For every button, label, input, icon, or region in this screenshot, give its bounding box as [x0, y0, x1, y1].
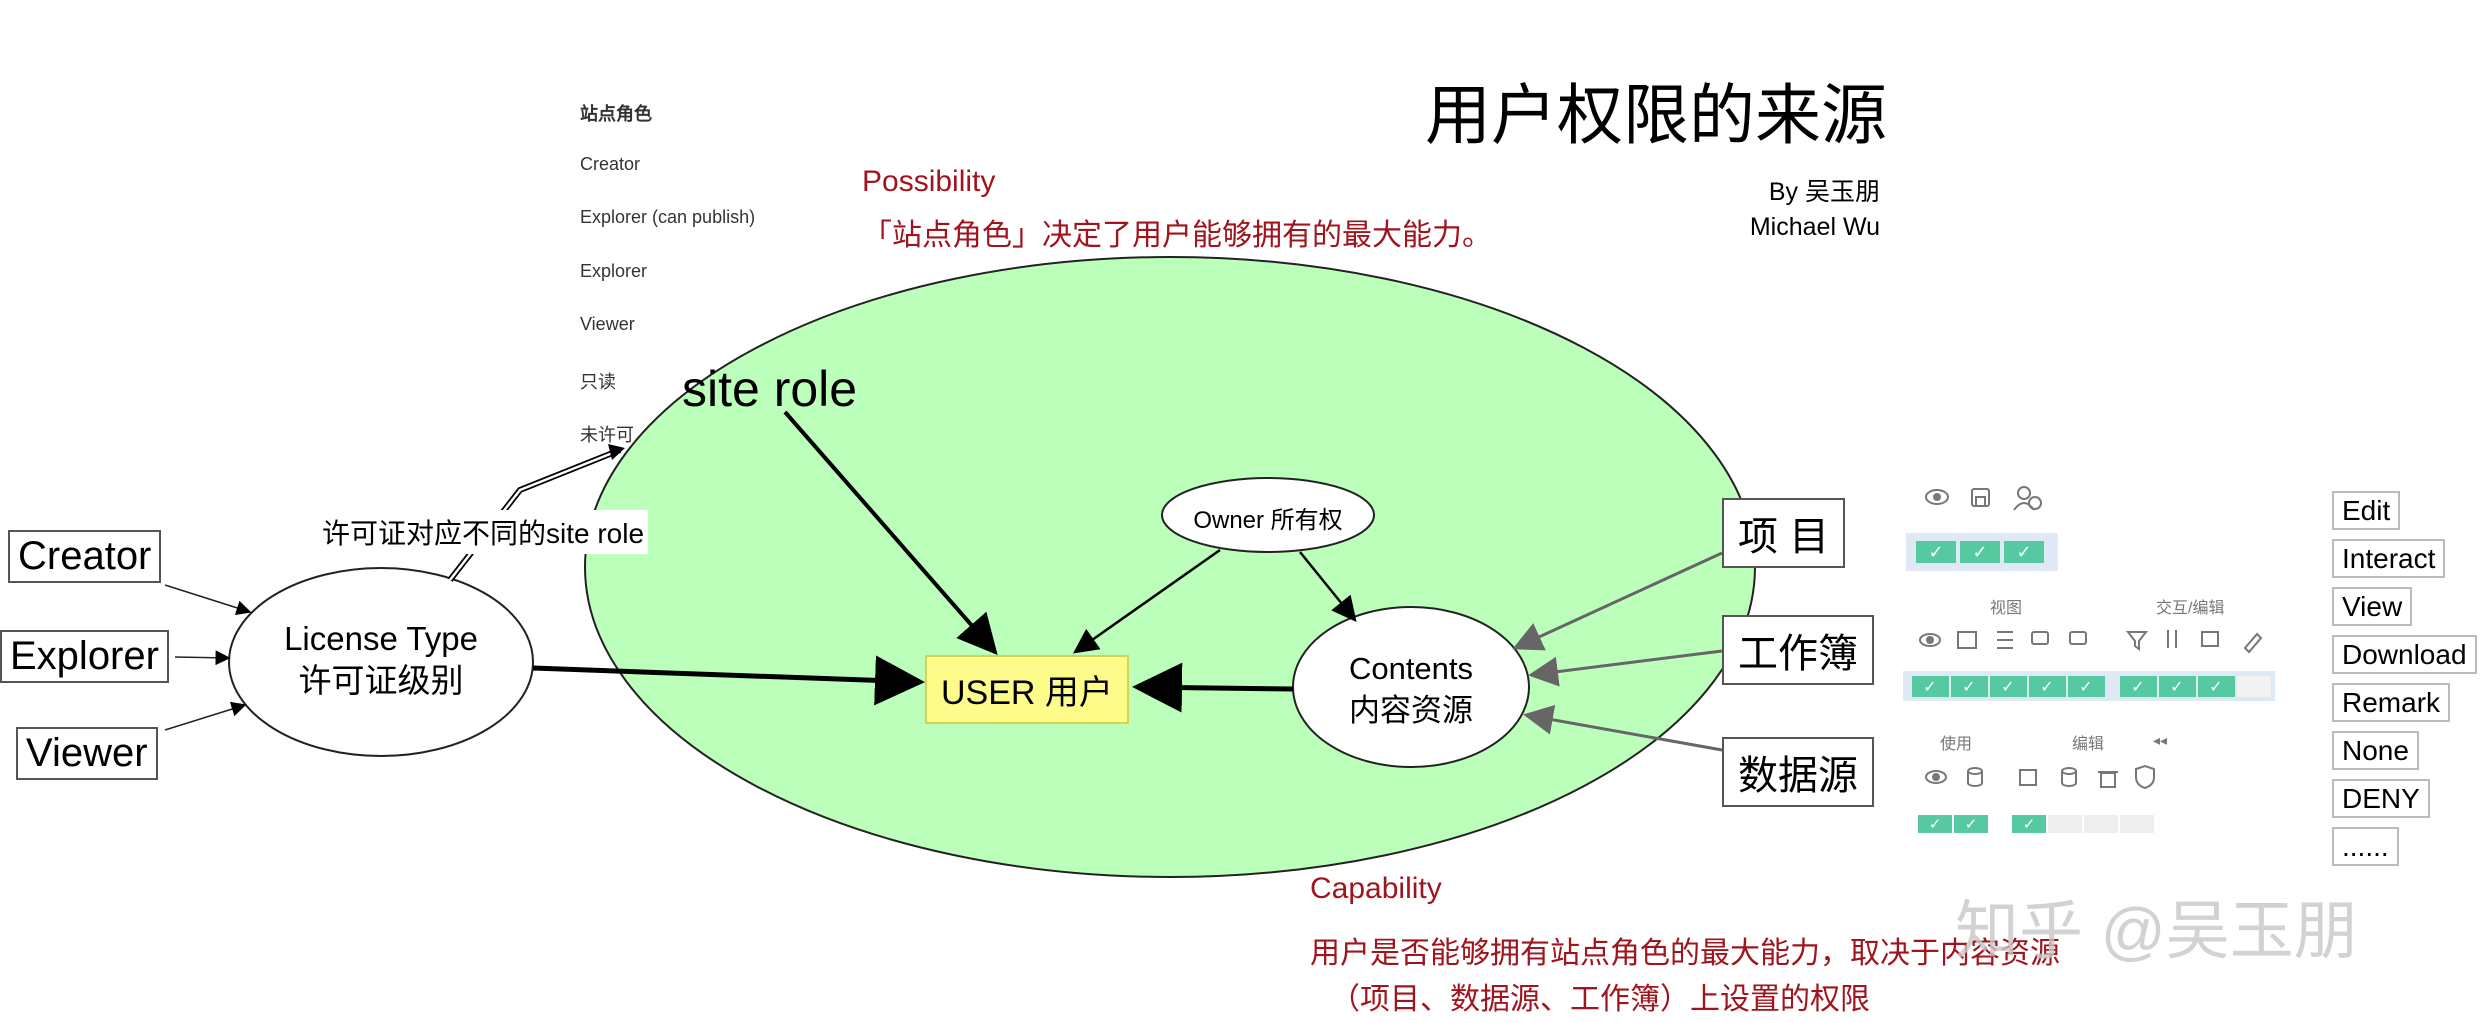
site-role-item: 未许可	[580, 425, 634, 445]
arrow-license-user	[532, 655, 925, 706]
rewind-icon: ◂◂	[2153, 732, 2167, 748]
permission-interact: Interact	[2332, 539, 2446, 578]
svg-text:✓: ✓	[1923, 679, 1936, 696]
site-role-item: Creator	[580, 153, 641, 174]
permission-none: None	[2332, 731, 2419, 770]
arrow-project-contents	[1512, 551, 1723, 651]
content-type-workbook: 工作簿	[1722, 615, 1874, 685]
svg-text:✓: ✓	[1965, 816, 1978, 833]
permission-deny: DENY	[2332, 779, 2430, 818]
arrow-explorer-license	[174, 650, 231, 666]
svg-text:✓: ✓	[2016, 542, 2031, 562]
svg-text:✓: ✓	[2131, 679, 2144, 696]
arrow-creator-license	[164, 584, 252, 616]
byline-author: By 吴玉朋	[1768, 178, 1880, 206]
svg-text:✓: ✓	[2170, 679, 2183, 696]
user-box: USER 用户	[925, 655, 1129, 724]
arrow-viewer-license	[164, 701, 247, 731]
arrow-owner-contents	[1299, 551, 1357, 622]
license-explorer: Explorer	[0, 630, 169, 683]
project-permission-icons	[1925, 486, 2042, 511]
permission-view: View	[2332, 587, 2413, 626]
capability-label: Capability	[1310, 872, 1442, 905]
license-viewer: Viewer	[16, 727, 158, 780]
permission-list: Edit Interact View Download Remark None …	[2332, 491, 2477, 879]
license-note: 许可证对应不同的site role	[318, 510, 649, 554]
content-type-datasource: 数据源	[1722, 737, 1874, 807]
permission-remark: Remark	[2332, 683, 2451, 722]
contents-text: Contents 内容资源	[1293, 648, 1529, 732]
permission-download: Download	[2332, 635, 2477, 674]
arrow-contents-user	[1132, 662, 1294, 713]
svg-text:✓: ✓	[1929, 816, 1942, 833]
site-role-item: 只读	[580, 371, 616, 392]
workbook-view-caption: 视图	[1990, 600, 2023, 617]
site-role-item: Explorer (can publish)	[580, 207, 756, 227]
svg-text:✓: ✓	[1928, 542, 1943, 562]
owner-label: Owner 所有权	[1193, 507, 1343, 534]
permission-panel: ✓ ✓ ✓ ✓✓✓	[1903, 486, 2275, 833]
permission-edit: Edit	[2332, 491, 2401, 530]
workbook-check-cells: ✓ ✓ ✓ ✓ ✓ ✓ ✓ ✓	[1912, 676, 2271, 697]
permission-more: ......	[2332, 827, 2399, 866]
datasource-permission-icons	[1925, 764, 2155, 790]
contents-en: Contents	[1348, 651, 1474, 686]
license-creator: Creator	[8, 530, 162, 583]
datasource-edit-caption: 编辑	[2072, 736, 2105, 753]
svg-text:✓: ✓	[2023, 816, 2036, 833]
datasource-check-cells: ✓ ✓ ✓	[1918, 815, 2154, 833]
site-role-item: Explorer	[580, 260, 648, 281]
watermark: 知乎 @吴玉朋	[1955, 895, 2358, 967]
content-type-project: 项 目	[1722, 498, 1846, 568]
license-type-zh: 许可证级别	[298, 662, 464, 699]
site-role-ellipse	[584, 256, 1756, 878]
svg-text:✓: ✓	[2001, 679, 2014, 696]
arrow-datasource-contents	[1523, 704, 1723, 752]
possibility-text: 「站点角色」决定了用户能够拥有的最大能力。	[862, 219, 1492, 252]
arrow-siterole-user	[783, 410, 998, 656]
page-title: 用户权限的来源	[1425, 78, 1887, 152]
possibility-label: Possibility	[862, 165, 996, 198]
workbook-edit-caption: 交互/编辑	[2156, 600, 2225, 617]
capability-line2: （项目、数据源、工作簿）上设置的权限	[1330, 983, 1870, 1016]
owner-ellipse	[1161, 477, 1375, 553]
arrow-workbook-contents	[1528, 649, 1723, 687]
contents-zh: 内容资源	[1349, 693, 1473, 728]
byline: By 吴玉朋 Michael Wu	[1720, 175, 1880, 245]
svg-text:✓: ✓	[1972, 542, 1987, 562]
license-type-text: License Type 许可证级别	[231, 618, 531, 702]
byline-english-name: Michael Wu	[1749, 213, 1880, 241]
license-type-en: License Type	[284, 620, 478, 657]
svg-text:✓: ✓	[2040, 679, 2053, 696]
capability-line1: 用户是否能够拥有站点角色的最大能力，取决于内容资源	[1310, 937, 2060, 970]
arrow-owner-user	[1072, 548, 1221, 654]
svg-text:✓: ✓	[2209, 679, 2222, 696]
workbook-permission-icons	[1919, 630, 2263, 654]
project-check-cells: ✓ ✓ ✓	[1916, 541, 2044, 563]
datasource-use-caption: 使用	[1940, 736, 1973, 753]
site-role-label: site role	[682, 361, 858, 417]
site-roles-list: 站点角色 Creator Explorer (can publish) Expl…	[580, 100, 755, 475]
svg-text:✓: ✓	[2079, 679, 2092, 696]
svg-text:✓: ✓	[1962, 679, 1975, 696]
site-role-item: Viewer	[580, 314, 635, 334]
site-roles-heading: 站点角色	[580, 104, 652, 124]
